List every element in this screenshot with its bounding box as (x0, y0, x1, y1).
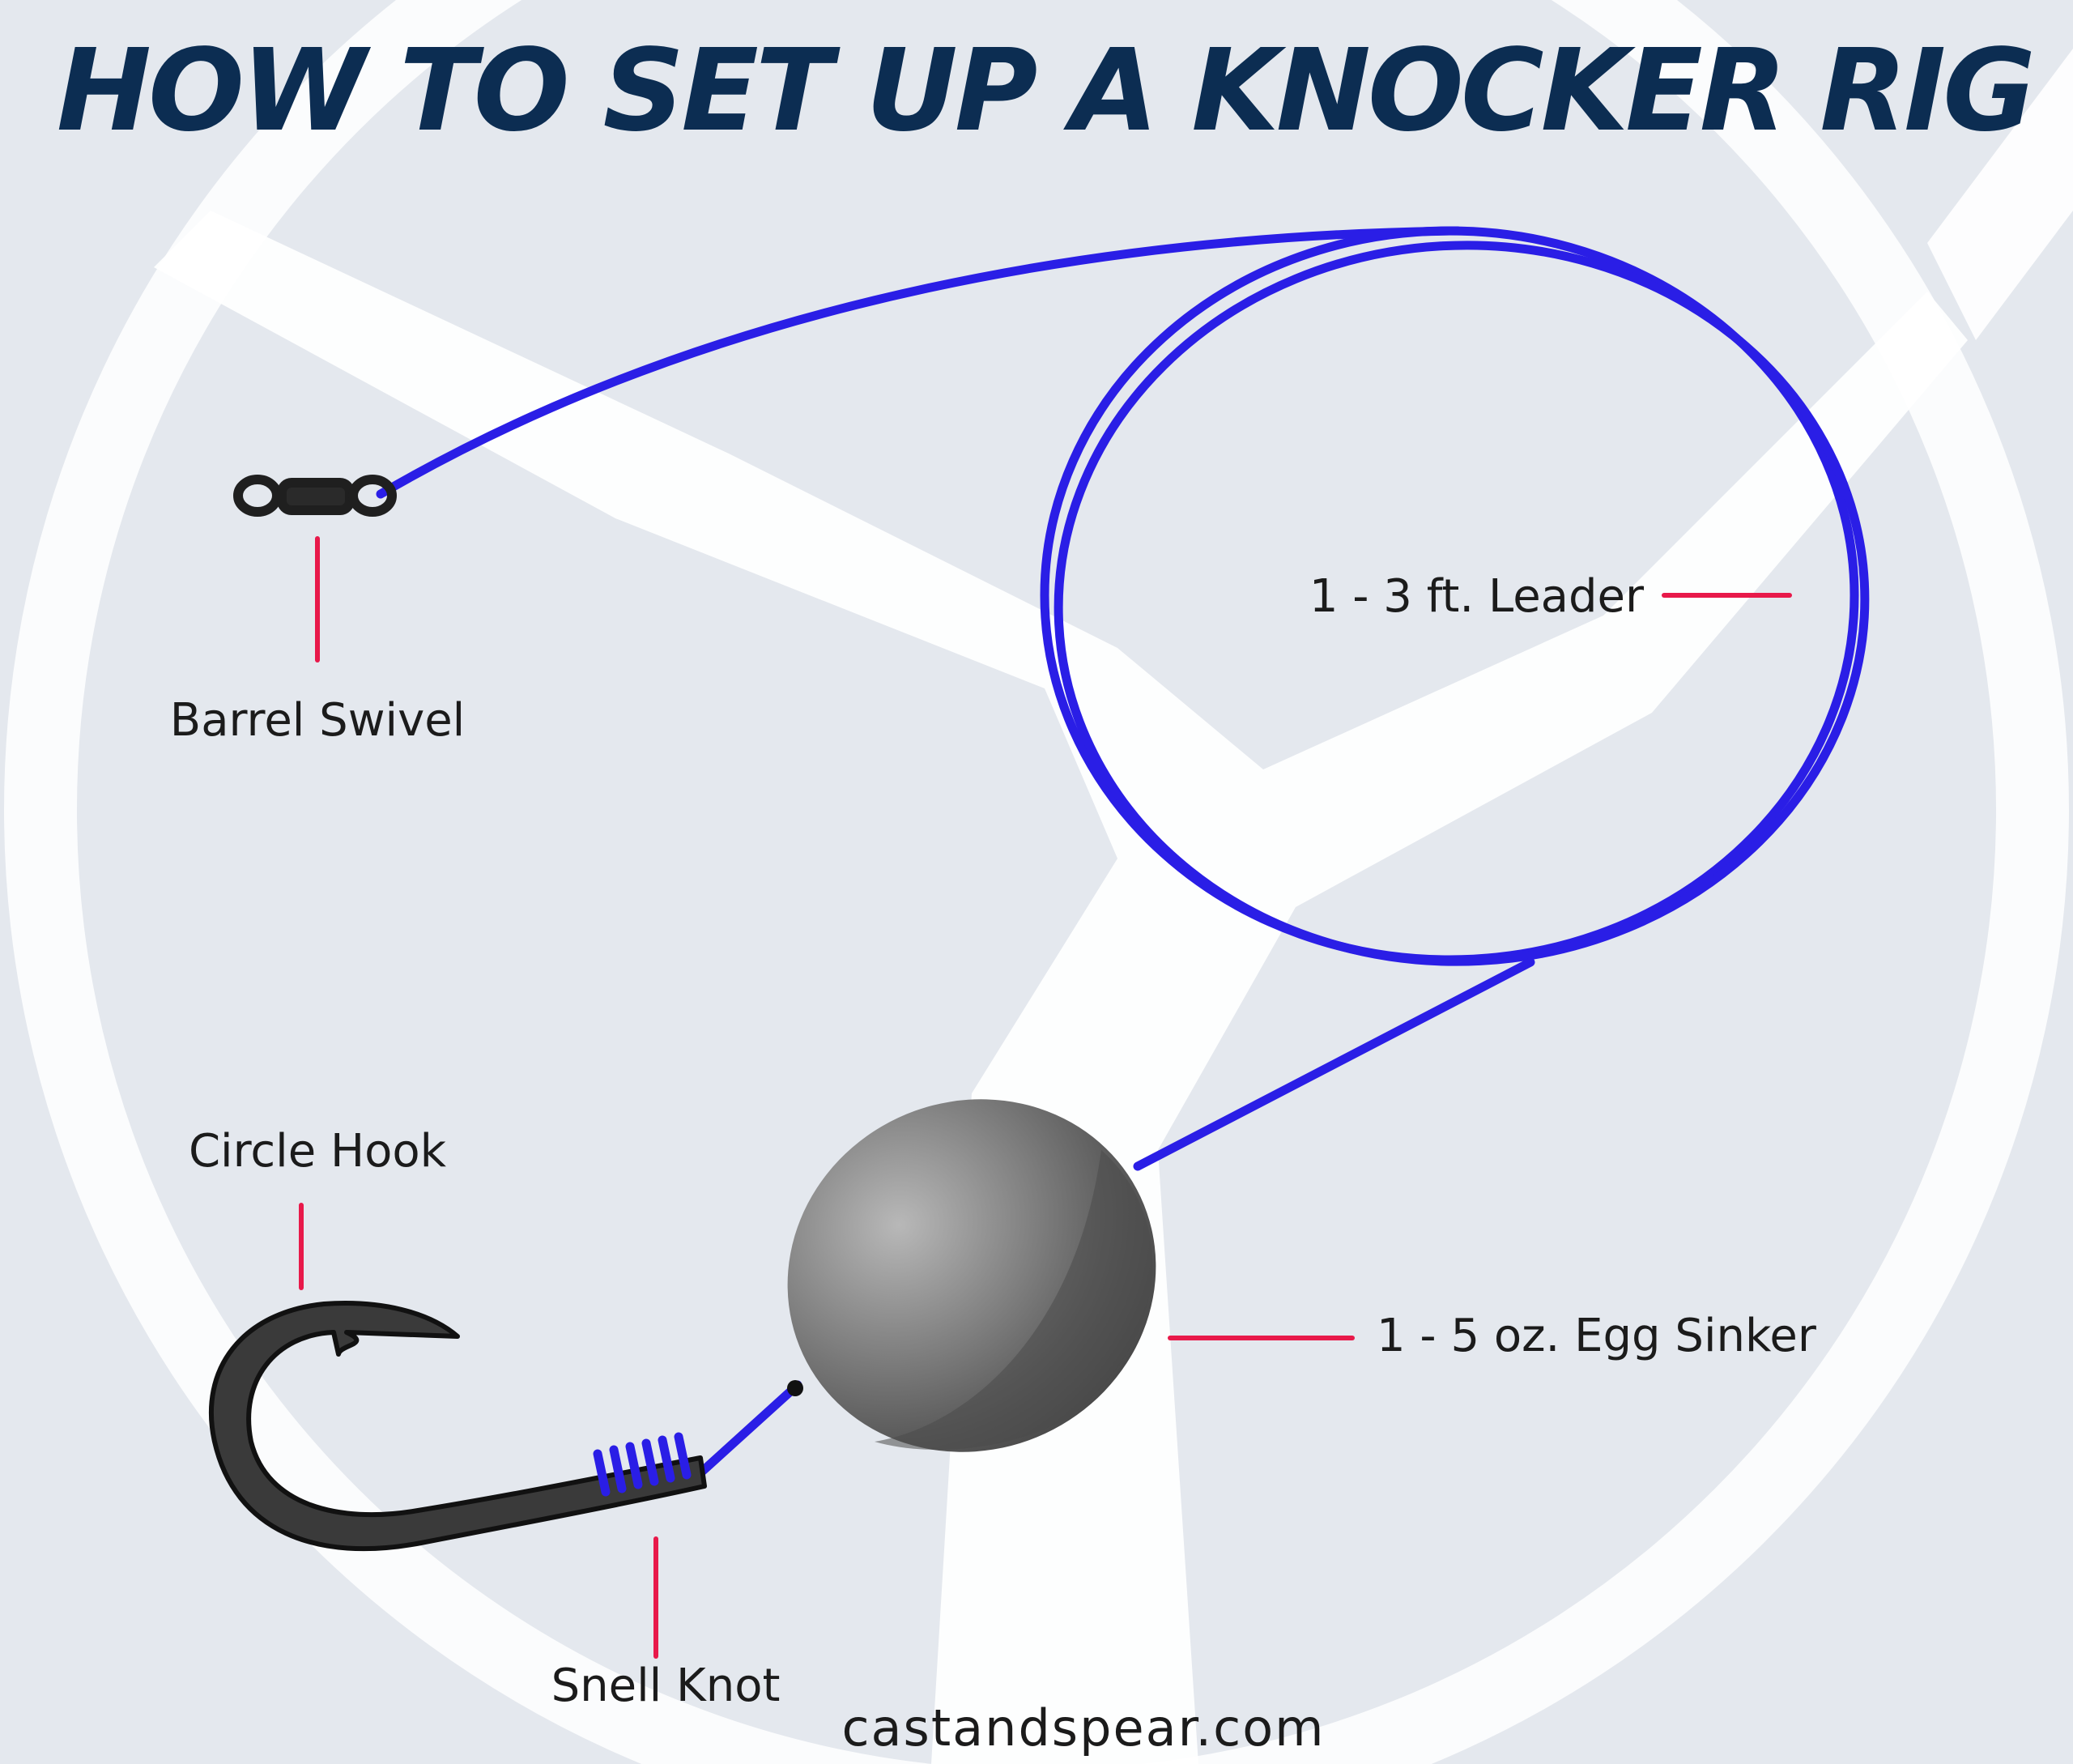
label-barrel-swivel: Barrel Swivel (170, 694, 465, 747)
page-title: HOW TO SET UP A KNOCKER RIG (57, 25, 2033, 157)
label-snell-knot: Snell Knot (551, 1660, 781, 1712)
leader-line (376, 226, 1870, 1483)
circle-hook-icon (209, 1301, 707, 1552)
callout-lines (299, 536, 1792, 1659)
background-watermark (4, 0, 2073, 1764)
snell-knot-wraps (593, 1432, 692, 1497)
label-leader: 1 - 3 ft. Leader (1309, 570, 1645, 623)
egg-sinker-icon (787, 1099, 1156, 1452)
label-egg-sinker: 1 - 5 oz. Egg Sinker (1377, 1310, 1817, 1362)
barrel-swivel-icon (233, 475, 397, 517)
label-circle-hook: Circle Hook (189, 1125, 447, 1178)
footer-website: castandspear.com (841, 1698, 1325, 1758)
